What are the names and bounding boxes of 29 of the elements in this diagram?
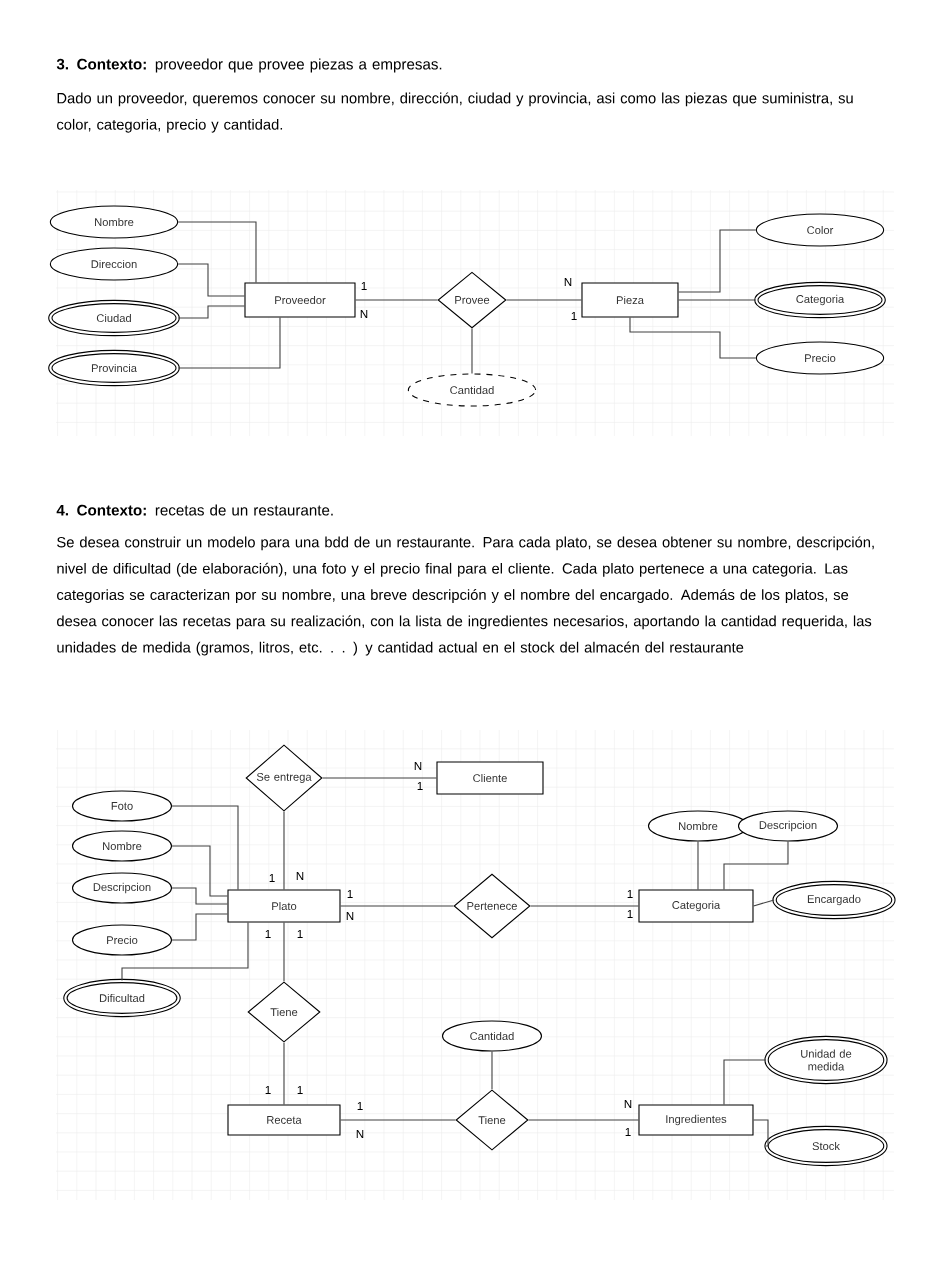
connector-line [723,841,789,890]
connector-line [171,805,239,890]
connector-line [121,922,249,981]
connector-line [340,905,454,907]
connector-line [629,317,757,359]
connector-line [177,221,257,283]
connector-line [753,899,775,907]
connector-line [506,299,582,301]
connector-line [322,777,437,779]
connector-line [678,229,757,293]
connector-line [171,887,228,905]
connector-line [697,841,699,890]
connector-line [528,1119,639,1121]
connector-line [283,1042,285,1105]
connector-line [723,1059,767,1105]
connector-line [177,305,245,319]
connector-line [283,811,285,890]
connector-line [753,1119,769,1147]
connector-line [171,913,228,941]
connector-line [678,299,757,301]
connector-line [177,317,281,369]
connector-line [283,922,285,982]
connector-line [355,299,438,301]
connector-line [491,1051,493,1090]
connector-line [530,905,639,907]
connector-line [177,263,245,297]
connector-line [171,845,228,897]
connector-line [471,327,473,374]
connector-line [340,1119,456,1121]
